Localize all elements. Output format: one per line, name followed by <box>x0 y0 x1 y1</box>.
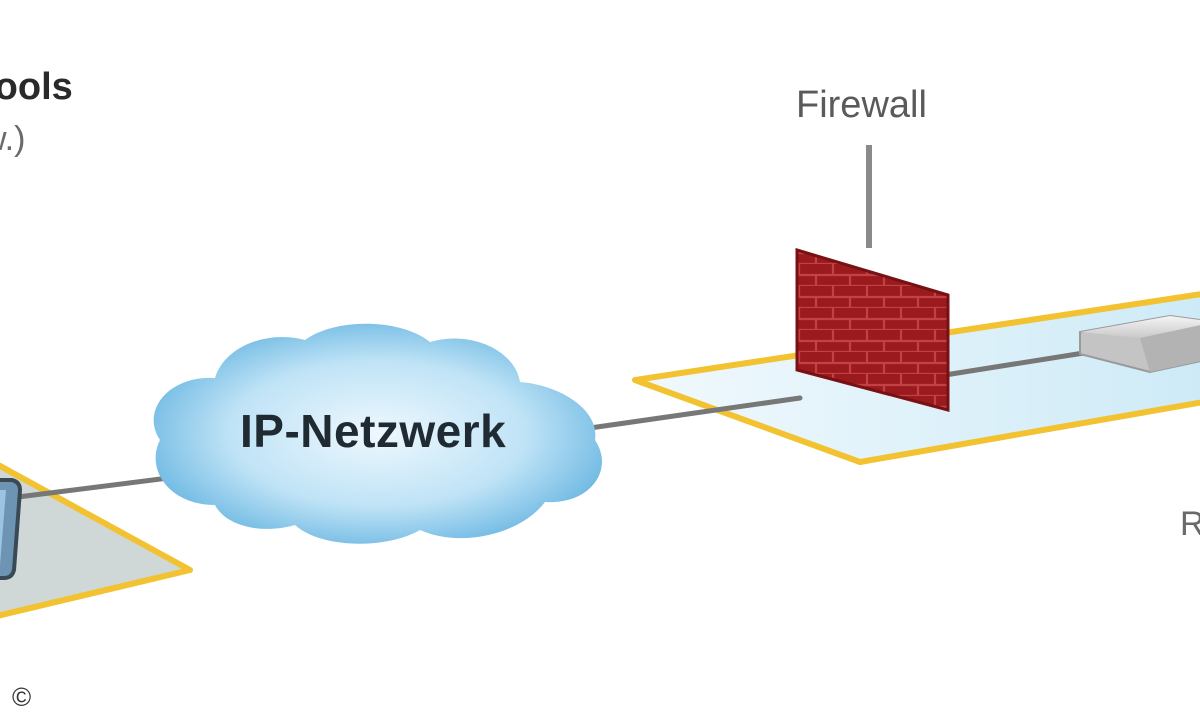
router-icon <box>1079 314 1200 374</box>
laptop-icon <box>0 478 23 580</box>
cloud-label: IP-Netzwerk <box>240 405 507 457</box>
right-edge-label: R <box>1180 505 1200 543</box>
tools-title: tools <box>0 66 73 108</box>
cable-firewall-to-router <box>942 349 1093 378</box>
copyright-mark: © <box>12 682 32 712</box>
brick-wall-icon <box>795 247 950 412</box>
cable-cloud-to-firewall <box>587 395 803 431</box>
firewall-label: Firewall <box>796 84 927 126</box>
tools-subtitle: w.) <box>0 120 26 158</box>
left-zone <box>0 462 193 619</box>
cloud-icon <box>153 323 602 544</box>
